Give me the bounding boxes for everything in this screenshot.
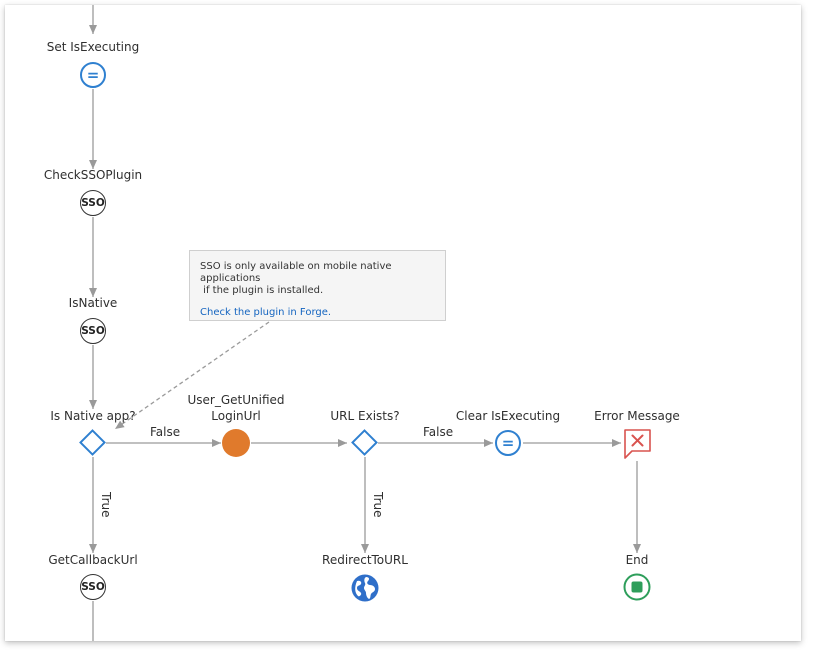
tooltip-line-2: if the plugin is installed.	[200, 285, 324, 296]
edge-label-true-2: True	[371, 492, 385, 518]
sso-plugin-icon[interactable]: SSO	[80, 318, 106, 344]
flow-connectors	[89, 5, 641, 641]
assign-icon[interactable]: =	[80, 62, 106, 88]
end-icon[interactable]	[623, 573, 651, 601]
sso-plugin-icon[interactable]: SSO	[80, 190, 106, 216]
assign-icon[interactable]: =	[495, 430, 521, 456]
tooltip-line-1: SSO is only available on mobile native a…	[200, 261, 392, 284]
tooltip-pointer	[114, 321, 270, 430]
edge-label-false-2: False	[423, 425, 454, 439]
node-label-url-exists: URL Exists?	[330, 409, 400, 423]
node-label-is-native: IsNative	[68, 296, 118, 310]
sso-icon-text: SSO	[81, 325, 105, 337]
node-label-user-get-unified-1: User_GetUnified	[187, 393, 285, 407]
edge-label-false-1: False	[150, 425, 181, 439]
sso-info-tooltip: SSO is only available on mobile native a…	[189, 250, 446, 321]
sso-icon-text: SSO	[81, 581, 105, 593]
node-label-clear-isexecuting: Clear IsExecuting	[455, 409, 561, 423]
node-label-check-sso-plugin: CheckSSOPlugin	[43, 168, 143, 182]
node-label-is-native-app: Is Native app?	[50, 409, 136, 423]
assign-symbol: =	[86, 65, 100, 84]
error-message-icon[interactable]	[623, 428, 653, 460]
globe-icon[interactable]	[351, 574, 379, 602]
edge-label-true-1: True	[99, 492, 113, 518]
flow-canvas[interactable]: Set IsExecuting = CheckSSOPlugin SSO IsN…	[5, 5, 801, 641]
forge-plugin-link[interactable]: Check the plugin in Forge.	[200, 307, 332, 318]
sso-icon-text: SSO	[81, 197, 105, 209]
sso-plugin-icon[interactable]: SSO	[80, 574, 106, 600]
server-action-icon[interactable]	[222, 429, 250, 457]
node-label-user-get-unified-2: LoginUrl	[211, 409, 261, 423]
node-label-redirect-to-url: RedirectToURL	[322, 553, 408, 567]
node-label-set-isexecuting: Set IsExecuting	[46, 40, 140, 54]
assign-symbol: =	[501, 433, 515, 452]
node-label-error-message: Error Message	[594, 409, 680, 423]
node-label-get-callback-url: GetCallbackUrl	[48, 553, 138, 567]
node-label-end: End	[625, 553, 649, 567]
